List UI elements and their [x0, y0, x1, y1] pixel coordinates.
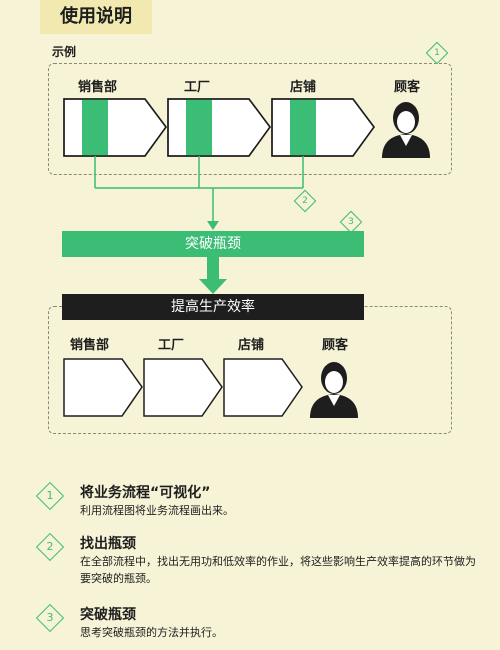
customer-icon: [382, 102, 430, 158]
step-2-title: 找出瓶颈: [80, 536, 136, 552]
step-3: 3 突破瓶颈 思考突破瓶颈的方法并执行。: [35, 603, 476, 644]
bottom-stage-label-sales: 销售部: [70, 338, 110, 353]
bottleneck-connector-lines: [94, 156, 304, 222]
bottom-customer-label: 顾客: [322, 338, 349, 353]
page-title: 使用说明: [40, 0, 152, 34]
top-process-arrow-factory: [167, 98, 271, 157]
top-process-arrow-store: [271, 98, 375, 157]
down-arrow-icon: [199, 256, 227, 294]
step-2: 2 找出瓶颈 在全部流程中，找出无用功和低效率的作业，将这些影响生产效率提高的环…: [35, 532, 476, 589]
bottom-process-arrow-store: [223, 358, 303, 417]
bottom-stage-label-factory: 工厂: [158, 338, 185, 353]
step-2-number-icon: 2: [35, 532, 65, 562]
example-top-box: [48, 63, 452, 175]
bottom-stage-label-store: 店铺: [238, 338, 265, 353]
top-stage-label-sales: 销售部: [78, 80, 118, 95]
connector-arrowhead: [207, 221, 219, 230]
step-1-title: 将业务流程“可视化”: [80, 485, 211, 501]
step-3-description: 思考突破瓶颈的方法并执行。: [80, 626, 223, 639]
top-stage-label-factory: 工厂: [184, 80, 211, 95]
top-customer-label: 顾客: [394, 80, 421, 95]
customer-icon: [310, 362, 358, 418]
improve-efficiency-bar: 提高生产效率: [62, 294, 364, 320]
example-label: 示例: [52, 45, 77, 59]
bottom-process-arrow-factory: [143, 358, 223, 417]
step-1-description: 利用流程图将业务流程画出来。: [80, 504, 234, 517]
step-1-number-icon: 1: [35, 481, 65, 511]
top-process-arrow-sales: [63, 98, 167, 157]
step-2-description: 在全部流程中，找出无用功和低效率的作业，将这些影响生产效率提高的环节做为要突破的…: [80, 555, 476, 585]
step-3-title: 突破瓶颈: [80, 607, 136, 623]
top-stage-label-store: 店铺: [290, 80, 317, 95]
bottom-process-arrow-sales: [63, 358, 143, 417]
step-3-number-icon: 3: [35, 603, 65, 633]
breakthrough-bar: 突破瓶颈: [62, 231, 364, 257]
step-1: 1 将业务流程“可视化” 利用流程图将业务流程画出来。: [35, 481, 476, 522]
